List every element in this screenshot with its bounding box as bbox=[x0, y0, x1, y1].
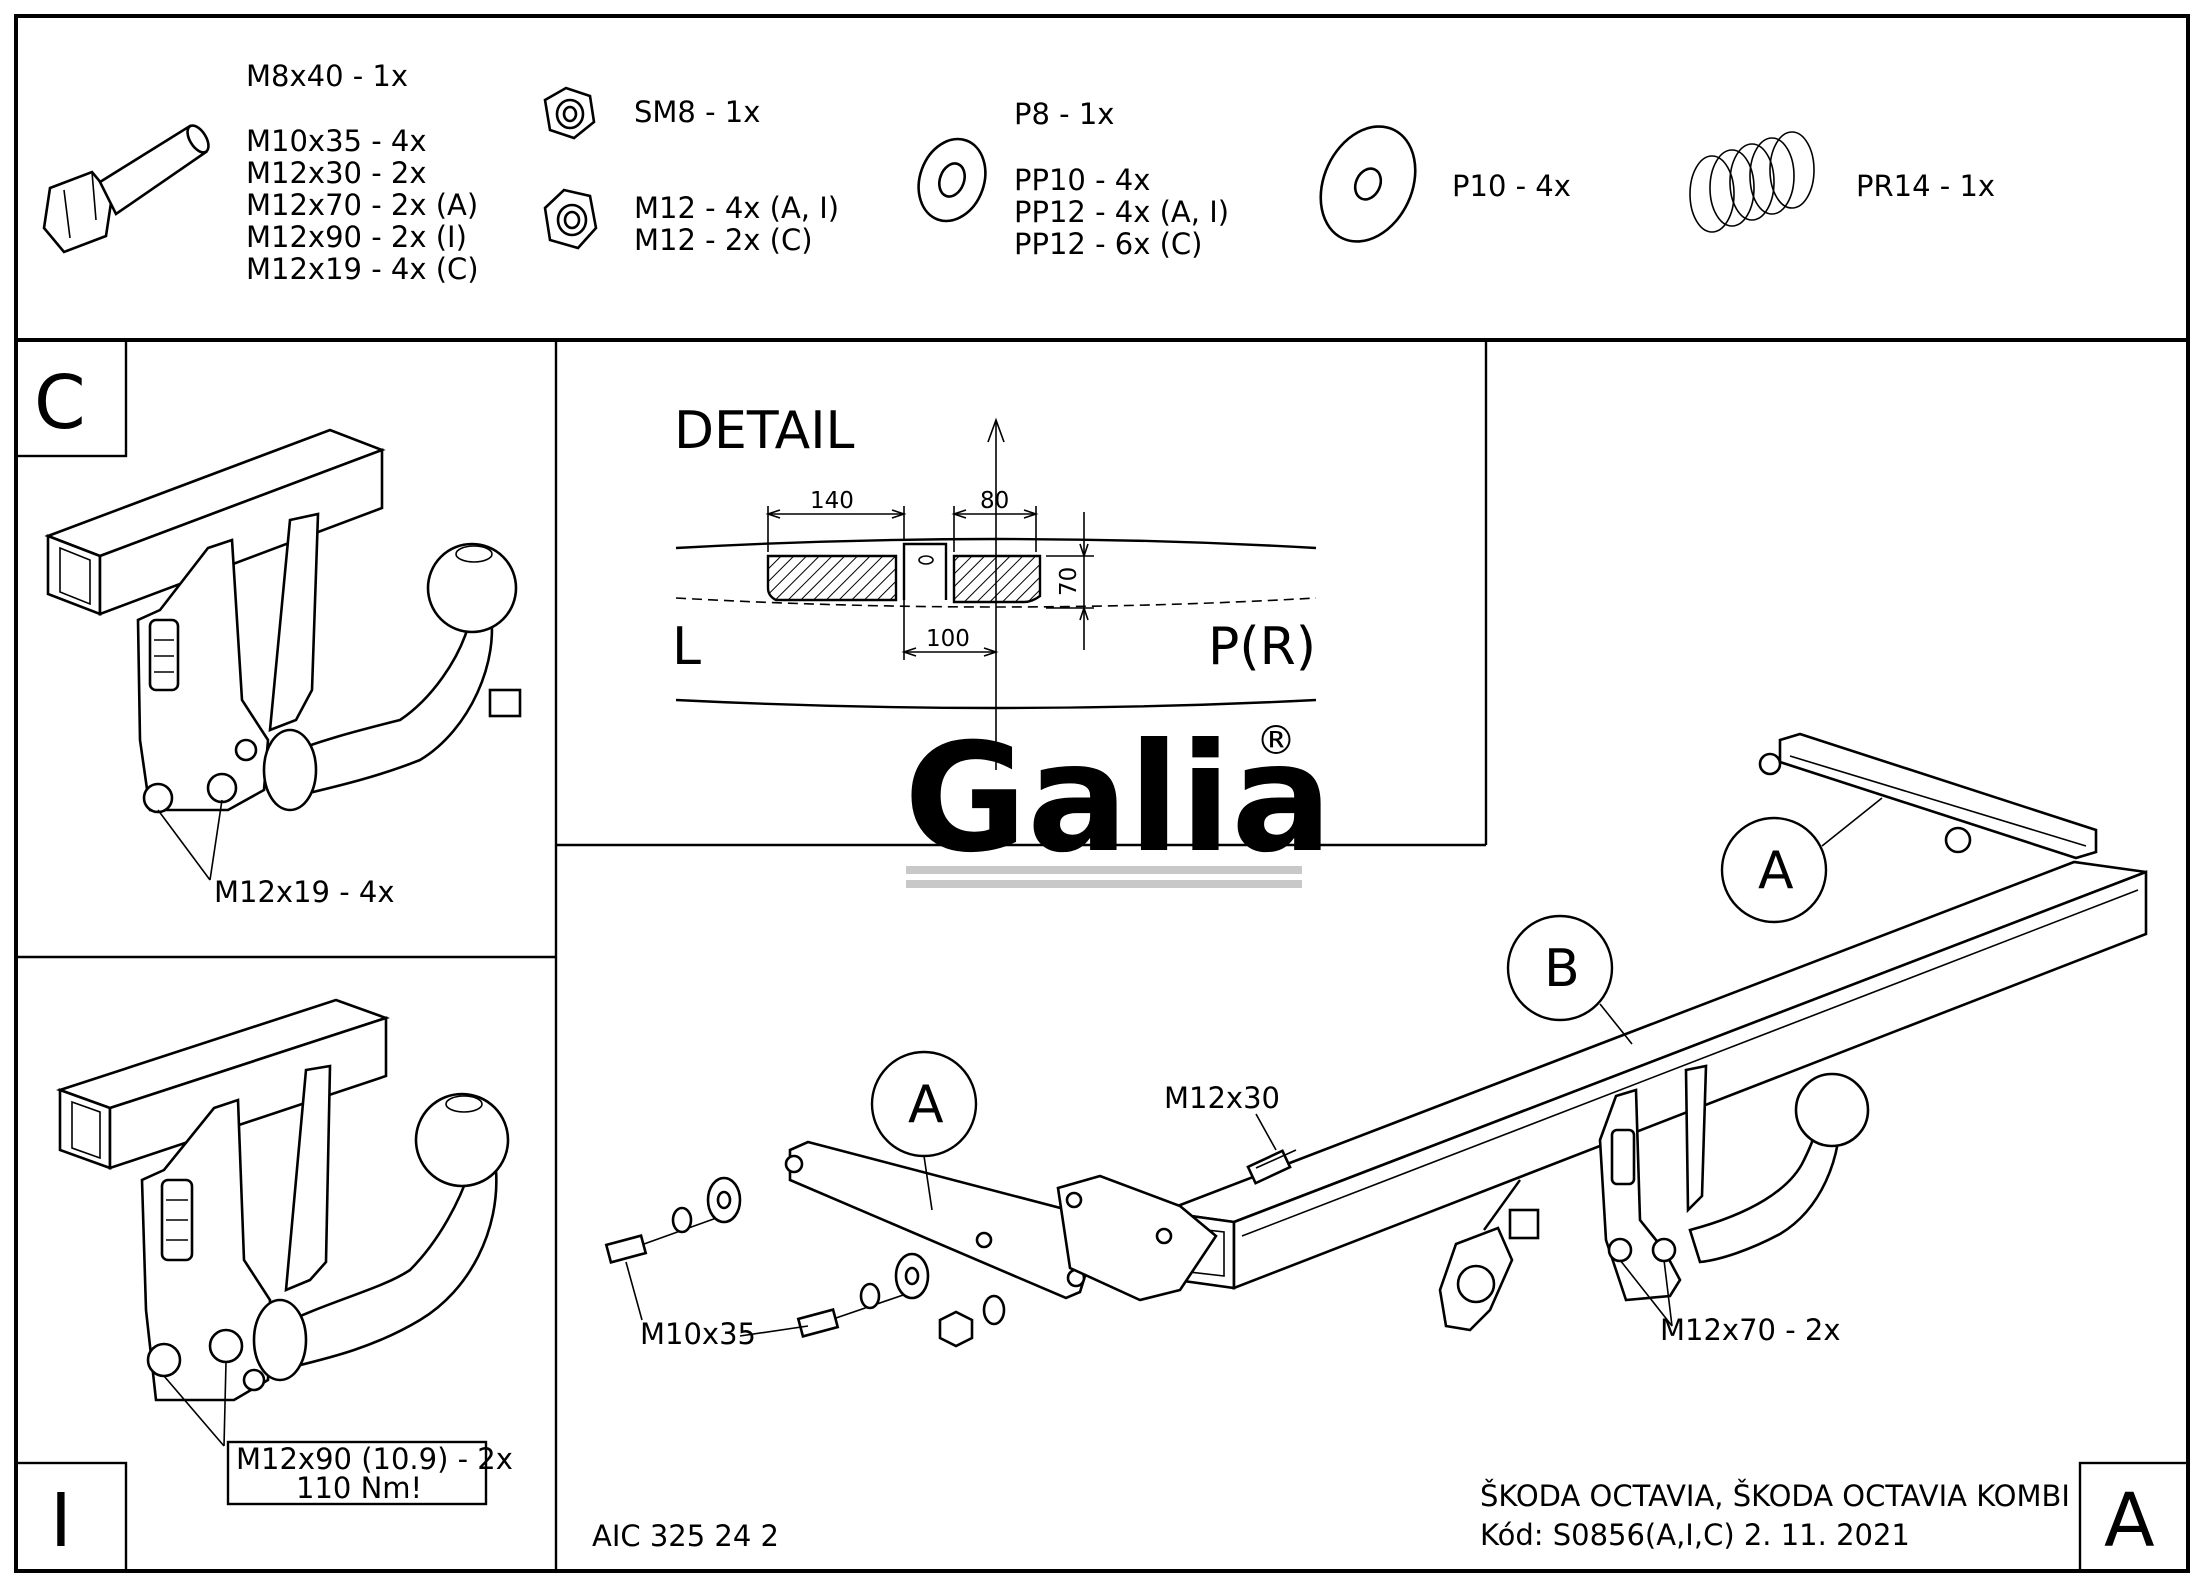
washer-spec-3: PP12 - 6x (C) bbox=[1014, 227, 1203, 261]
large-washer-icon bbox=[1319, 125, 1417, 243]
panel-c-bolt-label: M12x19 - 4x bbox=[214, 875, 395, 909]
bracket-arm-right bbox=[1758, 732, 2098, 860]
kod-date: Kód: S0856(A,I,C) 2. 11. 2021 bbox=[1480, 1518, 1910, 1552]
washer-spec-0: P8 - 1x bbox=[1014, 97, 1114, 131]
sm8-spec: SM8 - 1x bbox=[634, 95, 760, 129]
bolt-spec-4: M12x90 - 2x (I) bbox=[246, 220, 467, 254]
fasteners-left bbox=[604, 1149, 1297, 1348]
m12x70-label: M12x70 - 2x bbox=[1660, 1313, 1841, 1347]
detail-right-label: P(R) bbox=[1208, 617, 1316, 677]
detail-left-label: L bbox=[672, 617, 701, 677]
main-crossbar bbox=[1160, 860, 2148, 1290]
tow-hitch-main bbox=[1598, 1064, 1870, 1327]
tow-hitch-i-drawing bbox=[55, 998, 510, 1447]
spring-icon bbox=[1689, 131, 1815, 233]
parts-list: M8x40 - 1x M10x35 - 4x M12x30 - 2x M12x7… bbox=[42, 59, 1995, 286]
m10x35-label: M10x35 bbox=[640, 1317, 756, 1351]
bolt-icon bbox=[42, 124, 210, 254]
bolt-spec-3: M12x70 - 2x (A) bbox=[246, 188, 478, 222]
main-assembly: A B A M12x30 M10x35 M12x70 - 2x bbox=[604, 732, 2148, 1351]
tow-hitch-c-drawing bbox=[44, 428, 522, 881]
large-washer-spec: P10 - 4x bbox=[1452, 169, 1571, 203]
lock-nut-icon bbox=[543, 86, 596, 140]
callout-b: B bbox=[1506, 914, 1633, 1045]
panel-i-bolt-label-line1: M12x90 (10.9) - 2x bbox=[236, 1442, 513, 1476]
vehicle-name: ŠKODA OCTAVIA, ŠKODA OCTAVIA KOMBI bbox=[1480, 1479, 2070, 1513]
panel-i: I M12x90 (10.9) - 2x 110 Nm! bbox=[14, 998, 513, 1573]
dim-70: 70 bbox=[1056, 567, 1082, 596]
socket-bracket bbox=[1438, 1179, 1540, 1332]
galia-logo: Galia ® bbox=[904, 712, 1332, 888]
nut-spec-1: M12 - 2x (C) bbox=[634, 223, 813, 257]
dim-100: 100 bbox=[926, 626, 970, 652]
spring-spec: PR14 - 1x bbox=[1856, 169, 1995, 203]
frame bbox=[14, 14, 2190, 1573]
panel-c: C M1 bbox=[14, 338, 522, 909]
callout-a-right: A bbox=[1720, 797, 1883, 924]
dim-140: 140 bbox=[810, 488, 854, 514]
bolt-spec-2: M12x30 - 2x bbox=[246, 156, 427, 190]
bolt-spec-0: M8x40 - 1x bbox=[246, 59, 408, 93]
footer: AIC 325 24 2 ŠKODA OCTAVIA, ŠKODA OCTAVI… bbox=[592, 1461, 2190, 1573]
detail-title: DETAIL bbox=[674, 401, 855, 461]
washer-spec-2: PP12 - 4x (A, I) bbox=[1014, 195, 1229, 229]
galia-logo-mark: ® bbox=[1256, 718, 1296, 764]
detail-panel: DETAIL 140 80 70 bbox=[672, 401, 1317, 770]
small-washer-icon bbox=[917, 137, 987, 223]
svg-text:B: B bbox=[1544, 939, 1580, 999]
dim-80: 80 bbox=[980, 488, 1009, 514]
callout-a-left: A bbox=[870, 1050, 978, 1211]
nut-icon bbox=[543, 188, 598, 250]
bolt-spec-1: M10x35 - 4x bbox=[246, 124, 427, 158]
drawing-code: AIC 325 24 2 bbox=[592, 1519, 779, 1553]
panel-c-letter: C bbox=[34, 360, 86, 446]
nut-spec-0: M12 - 4x (A, I) bbox=[634, 191, 839, 225]
svg-text:A: A bbox=[908, 1075, 944, 1135]
galia-logo-text: Galia bbox=[904, 712, 1332, 886]
m12x30-label: M12x30 bbox=[1164, 1081, 1280, 1115]
svg-text:A: A bbox=[1758, 841, 1794, 901]
corner-letter-a: A bbox=[2104, 1478, 2155, 1564]
washer-spec-1: PP10 - 4x bbox=[1014, 163, 1150, 197]
bolt-spec-5: M12x19 - 4x (C) bbox=[246, 252, 479, 286]
bracket-arm-left bbox=[784, 1140, 1218, 1302]
panel-i-bolt-label-line2: 110 Nm! bbox=[296, 1471, 422, 1505]
panel-i-letter: I bbox=[50, 1478, 72, 1564]
